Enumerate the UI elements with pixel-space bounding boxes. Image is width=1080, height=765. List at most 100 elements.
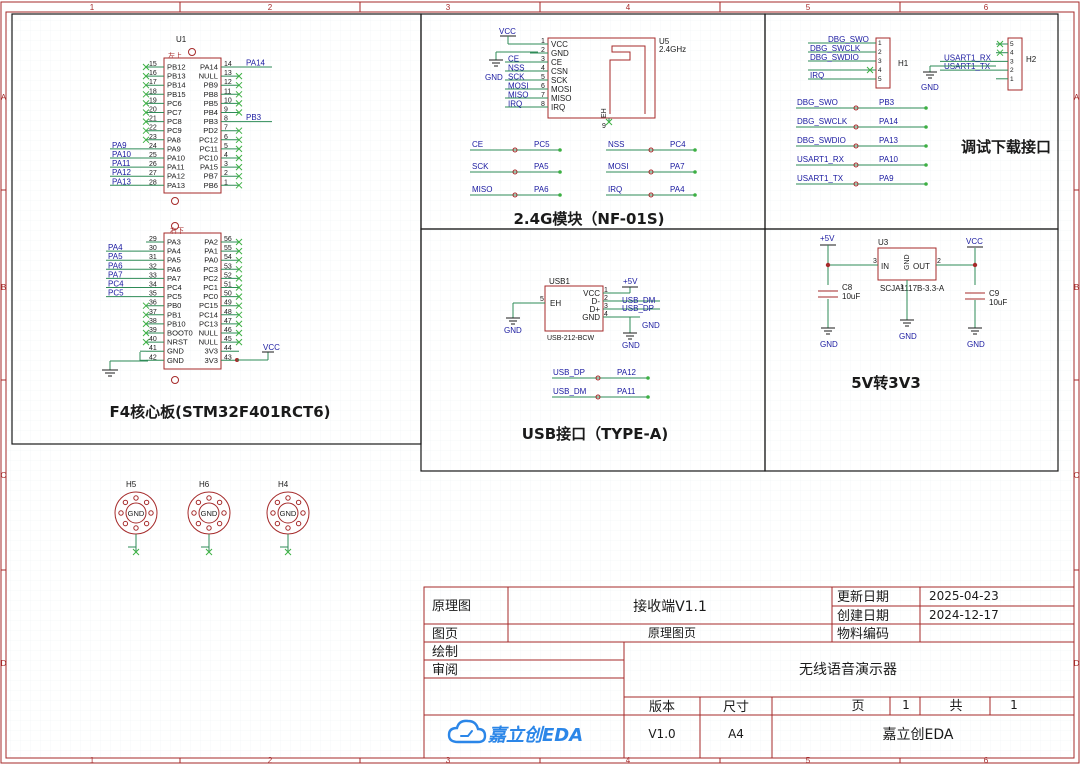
- debug-link-node: [853, 162, 859, 168]
- no-connect-icon: [142, 311, 150, 319]
- no-connect-stroke: [235, 275, 243, 282]
- mcu-net-label: PA11: [112, 159, 131, 168]
- ldo-pin-gnd: GND: [904, 254, 911, 270]
- mcu-pin-name: PC2: [203, 274, 218, 283]
- mcu-net-label: PA13: [112, 177, 132, 186]
- usb-gnd-right-label: GND: [622, 341, 640, 350]
- debug-link-end: [924, 182, 928, 186]
- frame-row-left-A: A: [1, 93, 7, 102]
- mcu-pin-name: PB5: [204, 99, 218, 108]
- ldo-vout: VCC: [966, 237, 983, 248]
- no-connect-stroke: [235, 100, 243, 107]
- no-connect-icon: [235, 293, 243, 300]
- no-connect-icon: [142, 127, 150, 135]
- mcu-pin-name: PA12: [167, 172, 185, 181]
- mcu-pin-name: PA0: [204, 256, 218, 265]
- h2-pin-number: 2: [1010, 67, 1014, 74]
- tb-name: 接收端V1.1: [633, 598, 707, 615]
- rf-vcc-label: VCC: [499, 27, 516, 36]
- mcu-pin-number: 33: [149, 272, 157, 279]
- tb-review-label: 审阅: [432, 663, 458, 678]
- usb-dp-label: USB_DP: [622, 304, 654, 313]
- rf-eh-label: EH: [601, 108, 608, 118]
- debug-link-end: [924, 144, 928, 148]
- usb-gnd-right: GND: [622, 321, 640, 350]
- no-connect-stroke: [235, 284, 243, 291]
- hole-via: [206, 525, 212, 531]
- tb-version-label: 版本: [649, 700, 675, 715]
- no-connect-stroke: [142, 127, 150, 135]
- mcu-pin-name: PA8: [167, 135, 181, 144]
- mcu-pin-number: 39: [149, 327, 157, 334]
- h2-net-label: USART1_TX: [944, 62, 991, 71]
- no-connect-icon: [235, 72, 243, 80]
- hole-inner-ring: [198, 502, 220, 524]
- debug-link-end: [924, 125, 928, 129]
- debug-link-node: [853, 143, 859, 149]
- no-connect-stroke: [235, 338, 243, 346]
- debug-gnd-label: GND: [921, 83, 939, 92]
- tb-version-value: V1.0: [648, 727, 675, 741]
- mcu-pin-name: PB1: [167, 310, 181, 319]
- ldo-block-title: 5V转3V3: [851, 374, 921, 392]
- rf-module-body: [547, 37, 656, 119]
- mcu-pin-name: BOOT0: [167, 329, 193, 338]
- tb-create-value: 2024-12-17: [929, 608, 999, 622]
- h2-pin-number: 1: [1010, 76, 1014, 83]
- mcu-pin-number: 1: [224, 179, 228, 186]
- hole-via: [133, 525, 139, 531]
- mcu-pin-number: 21: [149, 116, 157, 123]
- mcu-pin-name: PA5: [167, 256, 181, 265]
- mcu-pin-name: PB7: [204, 172, 218, 181]
- mcu-pin-name: PC3: [203, 265, 218, 274]
- usb-link-from: USB_DP: [553, 368, 585, 377]
- mcu-pin-name: PB3: [204, 117, 218, 126]
- mcu-pin-name: PB6: [204, 181, 218, 190]
- rf-pin-name: CSN: [551, 67, 568, 76]
- mcu-pin-number: 27: [149, 170, 157, 177]
- tb-update-value: 2025-04-23: [929, 589, 999, 603]
- mcu-pin-number: 38: [149, 318, 157, 325]
- mcu-net-label: PA7: [108, 270, 123, 279]
- ldo-ground-out: [968, 327, 982, 335]
- mcu-pin-number: 18: [149, 88, 157, 95]
- mcu-pin-number: 24: [149, 143, 157, 150]
- hole-via: [221, 510, 227, 516]
- mcu-pin-name: PA13: [167, 181, 185, 190]
- mcu-pin-name: PC0: [203, 292, 218, 301]
- hole-via: [118, 510, 124, 516]
- no-connect-icon: [235, 320, 243, 328]
- mcu-pin-number: 29: [149, 236, 157, 243]
- mcu-pin-number: 47: [224, 318, 232, 325]
- h1-pin-number: 3: [878, 58, 882, 65]
- mcu-pin-name: PA2: [204, 238, 218, 247]
- mcu-pin-name: GND: [167, 356, 184, 365]
- rf-link-from: CE: [472, 140, 483, 149]
- usb-link-end: [646, 376, 650, 380]
- rf-link-end: [693, 170, 697, 174]
- mcu-pin-number: 55: [224, 245, 232, 252]
- no-connect-icon: [142, 100, 150, 107]
- mcu-pin-name: PC5: [167, 292, 182, 301]
- usb-part: USB-212-BCW: [547, 335, 594, 342]
- no-connect-icon: [996, 40, 1004, 48]
- usb-pin-number: 1: [604, 287, 608, 294]
- frame-col-bottom-3: 3: [446, 756, 451, 765]
- rf-pin-name: IRQ: [551, 103, 565, 112]
- h1-header-body: [875, 37, 891, 89]
- rf-designator: U5: [659, 37, 670, 46]
- debug-link-to: PA14: [879, 117, 899, 126]
- no-connect-stroke: [866, 66, 874, 74]
- tb-sheet-label: 图页: [432, 627, 458, 642]
- mcu-pin-name: PC1: [203, 283, 218, 292]
- frame-col-top-1: 1: [90, 3, 95, 12]
- rf-pin-number: 1: [541, 38, 545, 45]
- rf-pin-number: 3: [541, 56, 545, 63]
- usb-link-node: [595, 394, 601, 400]
- mcu-pin-number: 12: [224, 79, 232, 86]
